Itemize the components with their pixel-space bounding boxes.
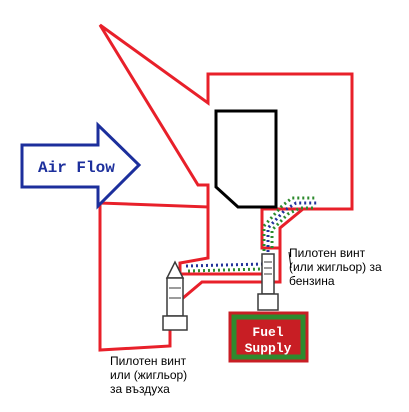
airflow-arrow: Air Flow [20, 121, 142, 210]
air-caption-line: Пилотен винт [110, 354, 187, 368]
air-flow-dots [185, 262, 265, 273]
fuel-passage-outline [260, 207, 304, 248]
fuel-caption-pointer [288, 251, 292, 269]
air-caption-line: или (жигльор) [110, 368, 188, 382]
fuel-caption-line: бензина [289, 274, 335, 288]
fuel-supply-line2: Supply [245, 341, 292, 356]
air-pilot-screw [162, 260, 188, 331]
fuel-supply-line1: Fuel [252, 325, 283, 340]
air-caption-line: за въздуха [110, 382, 170, 396]
fuel-supply-tank: Fuel Supply [228, 311, 309, 363]
fuel-flow-dots [262, 196, 318, 256]
airflow-label: Air Flow [38, 159, 115, 177]
fuel-caption-line: (или жигльор) за [289, 260, 382, 274]
fuel-pilot-screw [257, 253, 279, 311]
fuel-pilot-screw-caption: Пилотен винт (или жигльор) за бензина [289, 246, 382, 288]
air-pilot-screw-caption: Пилотен винт или (жигльор) за въздуха [110, 354, 187, 396]
throttle-slide [214, 109, 278, 209]
fuel-caption-line: Пилотен винт [289, 246, 366, 260]
